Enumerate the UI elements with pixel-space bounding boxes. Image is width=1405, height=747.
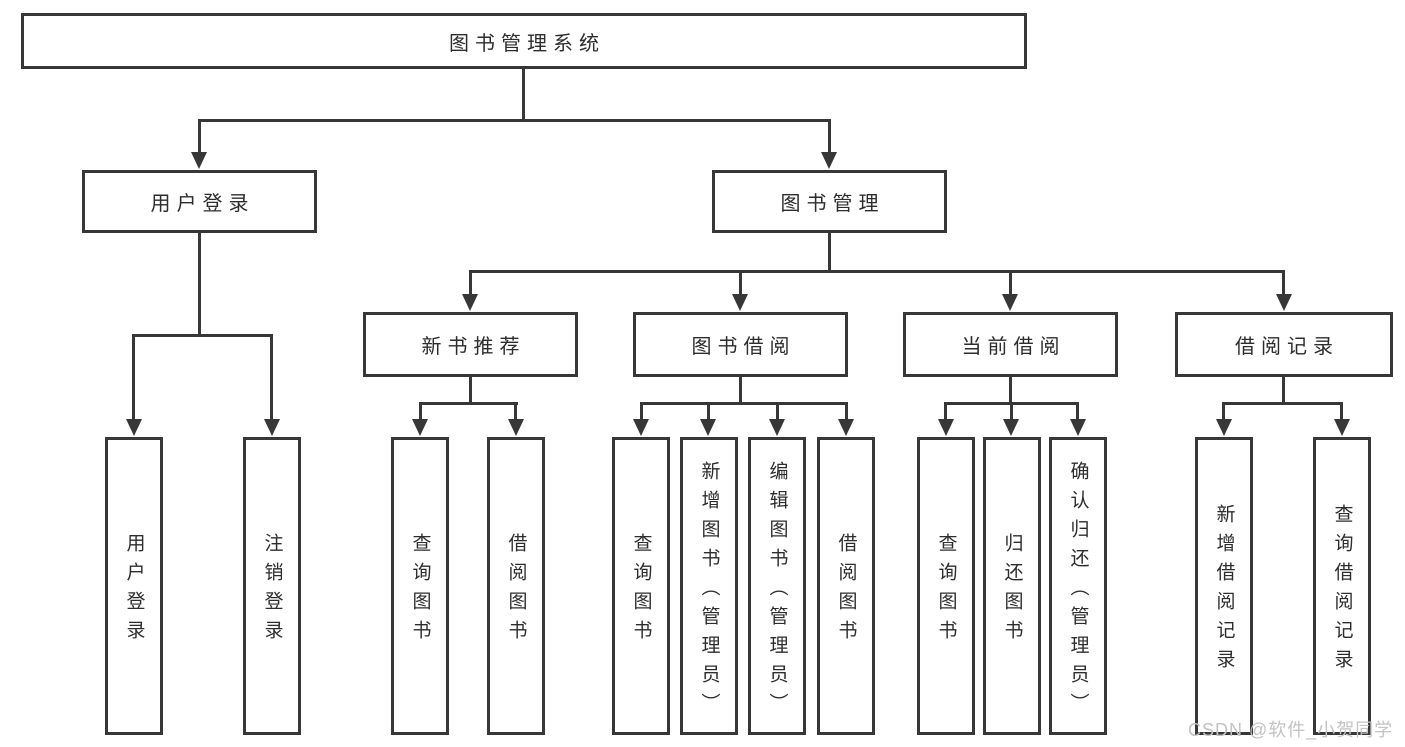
leaf-confirm-return-admin: 确认归还（管理员） [1049, 437, 1107, 735]
connector-line [469, 270, 1285, 273]
connector-line [1010, 402, 1013, 420]
connector-line [132, 334, 273, 337]
arrowhead-down-icon [938, 419, 954, 436]
connector-line [469, 377, 472, 404]
node-label: 图书管理系统 [449, 32, 605, 55]
connector-line [739, 270, 742, 296]
arrowhead-down-icon [264, 419, 280, 436]
connector-line [522, 69, 525, 121]
connector-line [640, 402, 848, 405]
connector-line [828, 233, 831, 272]
leaf-return-books: 归还图书 [983, 437, 1041, 735]
connector-line [1076, 402, 1079, 420]
arrowhead-down-icon [1216, 419, 1232, 436]
arrowhead-down-icon [462, 294, 478, 311]
arrowhead-down-icon [821, 152, 837, 169]
leaf-query-books: 查询图书 [917, 437, 975, 735]
leaf-label: 注销登录 [261, 533, 283, 649]
leaf-label: 编辑图书（管理员） [766, 460, 788, 722]
arrowhead-down-icon [412, 419, 428, 436]
connector-line [198, 119, 201, 153]
node-library-management-system: 图书管理系统 [21, 13, 1027, 69]
node-label: 借阅记录 [1235, 336, 1339, 358]
connector-line [640, 402, 643, 420]
connector-line [270, 334, 273, 420]
node-book-management: 图书管理 [712, 170, 947, 233]
connector-line [1222, 402, 1225, 420]
connector-line [1009, 270, 1012, 296]
csdn-watermark: CSDN @软件_小贺同学 [1188, 720, 1394, 740]
connector-line [419, 402, 422, 420]
connector-line [469, 270, 472, 296]
node-current-borrowing: 当前借阅 [903, 312, 1118, 377]
leaf-label: 查询图书 [409, 533, 431, 649]
leaf-label: 查询图书 [935, 533, 957, 649]
connector-line [132, 334, 135, 420]
leaf-label: 用户登录 [123, 533, 145, 649]
connector-line [198, 233, 201, 336]
leaf-add-borrow-record: 新增借阅记录 [1195, 437, 1253, 735]
node-label: 用户登录 [150, 193, 255, 215]
leaf-query-borrow-record: 查询借阅记录 [1313, 437, 1371, 735]
leaf-user-login: 用户登录 [105, 437, 163, 735]
arrowhead-down-icon [732, 294, 748, 311]
leaf-label: 归还图书 [1001, 533, 1023, 649]
leaf-label: 借阅图书 [505, 533, 527, 649]
node-label: 图书管理 [780, 193, 885, 215]
connector-line [739, 377, 742, 404]
leaf-label: 确认归还（管理员） [1067, 460, 1089, 722]
node-label: 图书借阅 [691, 336, 796, 358]
arrowhead-down-icon [508, 419, 524, 436]
leaf-label: 新增借阅记录 [1213, 504, 1235, 678]
connector-line [1009, 377, 1012, 404]
arrowhead-down-icon [191, 152, 207, 169]
node-label: 新书推荐 [421, 336, 526, 358]
connector-line [828, 119, 831, 153]
leaf-borrow-books: 借阅图书 [817, 437, 875, 735]
leaf-label: 新增图书（管理员） [698, 460, 720, 722]
arrowhead-down-icon [838, 419, 854, 436]
leaf-query-books: 查询图书 [612, 437, 670, 735]
connector-line [514, 402, 517, 420]
connector-line [776, 402, 779, 420]
arrowhead-down-icon [1070, 419, 1086, 436]
node-label: 当前借阅 [961, 336, 1066, 358]
connector-line [1282, 377, 1285, 404]
arrowhead-down-icon [1276, 294, 1292, 311]
arrowhead-down-icon [1003, 419, 1019, 436]
arrowhead-down-icon [126, 419, 142, 436]
leaf-label: 借阅图书 [835, 533, 857, 649]
connector-line [944, 402, 947, 420]
connector-line [1222, 402, 1343, 405]
connector-line [198, 119, 831, 122]
connector-line [419, 402, 518, 405]
arrowhead-down-icon [1334, 419, 1350, 436]
leaf-edit-books-admin: 编辑图书（管理员） [748, 437, 806, 735]
leaf-logout: 注销登录 [243, 437, 301, 735]
leaf-borrow-books: 借阅图书 [487, 437, 545, 735]
leaf-query-books: 查询图书 [391, 437, 449, 735]
node-book-borrowing: 图书借阅 [633, 312, 848, 377]
node-user-login: 用户登录 [82, 170, 317, 233]
arrowhead-down-icon [700, 419, 716, 436]
connector-line [1282, 270, 1285, 296]
arrowhead-down-icon [633, 419, 649, 436]
leaf-label: 查询借阅记录 [1331, 504, 1353, 678]
node-new-book-recommendation: 新书推荐 [363, 312, 578, 377]
node-borrowing-records: 借阅记录 [1175, 312, 1393, 377]
connector-line [845, 402, 848, 420]
leaf-label: 查询图书 [630, 533, 652, 649]
leaf-add-books-admin: 新增图书（管理员） [680, 437, 738, 735]
arrowhead-down-icon [769, 419, 785, 436]
connector-line [707, 402, 710, 420]
connector-line [1340, 402, 1343, 420]
arrowhead-down-icon [1002, 294, 1018, 311]
